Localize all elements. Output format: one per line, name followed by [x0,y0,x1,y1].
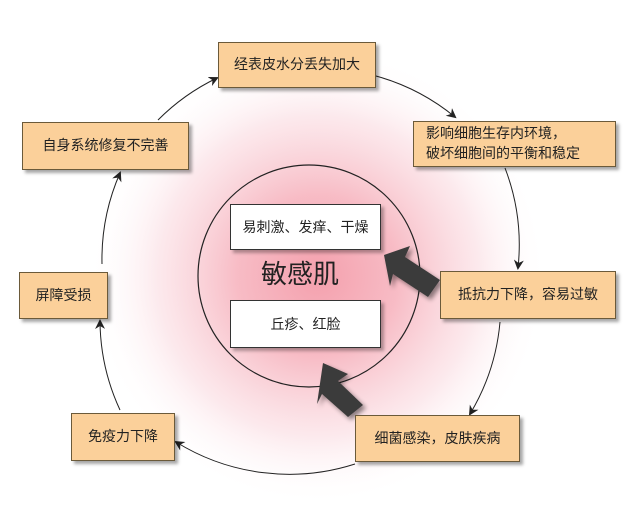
box-self-repair: 自身系统修复不完善 [22,122,189,170]
box-water-loss: 经表皮水分丢失加大 [218,42,376,88]
symptoms-bottom-box: 丘疹、红脸 [230,300,381,348]
box-barrier-damage: 屏障受损 [19,272,108,319]
arc-infection-to-immunity [174,440,356,475]
symptoms-top-box: 易刺激、发痒、干燥 [230,204,381,250]
box-water-loss-text: 经表皮水分丢失加大 [234,57,360,73]
block-arrow-lower [317,363,363,417]
box-self-repair-text: 自身系统修复不完善 [42,138,169,154]
box-env-damage-line1: 影响细胞生存内环境， [426,126,566,142]
box-env-damage: 影响细胞生存内环境， 破坏细胞间的平衡和稳定 [413,121,616,167]
arc-immunity-to-barrier [95,319,121,411]
box-immunity-down-text: 免疫力下降 [88,429,158,445]
arc-resistance-to-infection [468,321,501,416]
symptoms-top-text: 易刺激、发痒、干燥 [242,220,369,236]
box-env-damage-line2: 破坏细胞间的平衡和稳定 [426,146,580,162]
symptoms-bottom-text: 丘疹、红脸 [270,317,341,333]
arc-env-to-resistance [504,167,524,270]
arc-water-to-env [375,75,457,119]
box-resistance-down-text: 抵抗力下降，容易过敏 [458,287,598,303]
box-resistance-down: 抵抗力下降，容易过敏 [440,271,616,319]
box-infection-text: 细菌感染，皮肤疾病 [374,430,501,447]
center-title: 敏感肌 [260,260,339,290]
arc-barrier-to-repair [101,171,122,265]
block-arrow-upper [384,246,440,297]
box-barrier-damage-text: 屏障受损 [35,287,92,304]
box-immunity-down: 免疫力下降 [71,413,175,461]
box-infection: 细菌感染，皮肤疾病 [355,415,520,462]
arc-repair-to-water [157,76,219,121]
